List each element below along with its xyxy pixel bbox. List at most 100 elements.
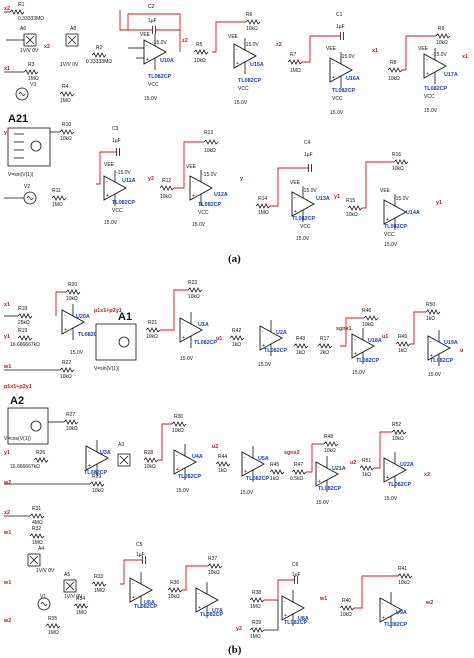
svg-text:R19: R19 bbox=[18, 328, 27, 334]
svg-text:R47: R47 bbox=[294, 462, 303, 468]
input-multiplier-block: x2 R1 0.33333MΩ A6 1V/V 0V A8 1V/V 0V x2… bbox=[4, 2, 128, 104]
svg-text:R7: R7 bbox=[290, 52, 297, 58]
svg-text:w2: w2 bbox=[425, 600, 433, 606]
svg-text:10kΩ: 10kΩ bbox=[172, 428, 184, 434]
svg-text:1MΩ: 1MΩ bbox=[290, 68, 301, 74]
svg-text:R11: R11 bbox=[52, 188, 61, 194]
svg-text:R46: R46 bbox=[362, 308, 371, 314]
svg-text:x2: x2 bbox=[424, 472, 430, 478]
svg-text:C4: C4 bbox=[304, 140, 311, 146]
svg-text:1kΩ: 1kΩ bbox=[296, 350, 305, 356]
svg-text:1V/V 0V: 1V/V 0V bbox=[64, 594, 83, 600]
svg-text:U3A: U3A bbox=[100, 450, 111, 456]
svg-text:1V/V 0V: 1V/V 0V bbox=[60, 62, 79, 68]
svg-text:VCC: VCC bbox=[300, 224, 311, 230]
svg-text:R22: R22 bbox=[62, 360, 71, 366]
svg-text:15.0V: 15.0V bbox=[104, 220, 118, 226]
svg-text:10kΩ: 10kΩ bbox=[66, 426, 78, 432]
u10a-integrator: C2 1µF VEE -15.0V U10A TL082CP VCC 15.0V… bbox=[127, 4, 209, 102]
svg-text:VEE: VEE bbox=[326, 46, 337, 52]
svg-text:V3: V3 bbox=[30, 82, 36, 88]
svg-text:1MΩ: 1MΩ bbox=[48, 630, 59, 636]
svg-text:w1: w1 bbox=[3, 580, 11, 586]
svg-text:R29: R29 bbox=[92, 474, 101, 480]
svg-text:R50: R50 bbox=[426, 302, 435, 308]
svg-text:1kΩ: 1kΩ bbox=[270, 476, 279, 482]
svg-text:U2A: U2A bbox=[276, 330, 287, 336]
svg-text:R13: R13 bbox=[204, 130, 213, 136]
svg-text:TL082CP: TL082CP bbox=[78, 332, 101, 338]
svg-text:16.666667kΩ: 16.666667kΩ bbox=[10, 464, 40, 470]
svg-text:R16: R16 bbox=[392, 152, 401, 158]
svg-text:U19A: U19A bbox=[444, 340, 458, 346]
svg-text:15.0V: 15.0V bbox=[330, 110, 344, 116]
svg-text:TL082CP: TL082CP bbox=[356, 358, 379, 364]
svg-text:R31: R31 bbox=[32, 506, 41, 512]
svg-text:15.0V: 15.0V bbox=[352, 370, 366, 376]
svg-text:15.0V: 15.0V bbox=[70, 350, 84, 356]
svg-text:1V/V 0V: 1V/V 0V bbox=[20, 48, 39, 54]
svg-text:VEE: VEE bbox=[104, 162, 115, 168]
svg-text:10kΩ: 10kΩ bbox=[160, 194, 172, 200]
svg-text:1MΩ: 1MΩ bbox=[52, 202, 63, 208]
svg-text:x1: x1 bbox=[4, 302, 10, 308]
svg-text:R28: R28 bbox=[144, 450, 153, 456]
svg-text:15.0V: 15.0V bbox=[384, 242, 398, 248]
row3: x2 R31 4MΩ w1 R32 1MΩ A4 1V/V 0V A5 1V/V… bbox=[3, 506, 433, 640]
svg-text:10kΩ: 10kΩ bbox=[392, 436, 404, 442]
svg-text:R40: R40 bbox=[342, 598, 351, 604]
svg-text:R30: R30 bbox=[174, 414, 183, 420]
svg-text:TL082CP: TL082CP bbox=[424, 86, 447, 92]
svg-text:TL082CP: TL082CP bbox=[264, 348, 287, 354]
svg-text:TL082CP: TL082CP bbox=[148, 74, 171, 80]
svg-text:y1: y1 bbox=[334, 194, 340, 200]
svg-text:C6: C6 bbox=[292, 562, 299, 568]
svg-text:VCC: VCC bbox=[384, 232, 395, 238]
svg-text:TL082CP: TL082CP bbox=[194, 340, 217, 346]
svg-text:R35: R35 bbox=[48, 616, 57, 622]
svg-text:15.0V: 15.0V bbox=[176, 488, 190, 494]
svg-text:VCC: VCC bbox=[424, 94, 435, 100]
svg-text:0.5kΩ: 0.5kΩ bbox=[290, 476, 303, 482]
svg-text:10kΩ: 10kΩ bbox=[324, 448, 336, 454]
svg-text:sgnx1: sgnx1 bbox=[336, 326, 352, 332]
svg-text:C5: C5 bbox=[136, 542, 143, 548]
svg-text:10kΩ: 10kΩ bbox=[60, 374, 72, 380]
svg-text:-15.0V: -15.0V bbox=[302, 188, 317, 194]
svg-text:U10A: U10A bbox=[160, 58, 174, 64]
svg-text:TL082CP: TL082CP bbox=[384, 622, 407, 628]
svg-text:10kΩ: 10kΩ bbox=[168, 594, 180, 600]
svg-text:y1: y1 bbox=[4, 334, 10, 340]
svg-text:R6: R6 bbox=[246, 12, 253, 18]
svg-text:R8: R8 bbox=[390, 60, 397, 66]
svg-text:TL082CP: TL082CP bbox=[246, 476, 269, 482]
svg-text:U8A: U8A bbox=[298, 616, 309, 622]
svg-text:VEE: VEE bbox=[228, 34, 239, 40]
svg-text:x1: x1 bbox=[372, 48, 378, 54]
svg-text:VCC: VCC bbox=[112, 208, 123, 214]
svg-text:U21A: U21A bbox=[332, 466, 346, 472]
svg-text:1kΩ: 1kΩ bbox=[362, 472, 371, 478]
svg-text:10kΩ: 10kΩ bbox=[246, 26, 258, 32]
svg-text:R43: R43 bbox=[296, 336, 305, 342]
svg-text:A5: A5 bbox=[64, 572, 70, 578]
multiplier-a3 bbox=[117, 453, 131, 467]
svg-text:1MΩ: 1MΩ bbox=[32, 540, 43, 546]
svg-text:15.0V: 15.0V bbox=[296, 236, 310, 242]
svg-text:U16A: U16A bbox=[346, 76, 360, 82]
svg-text:R27: R27 bbox=[66, 412, 75, 418]
svg-text:U4A: U4A bbox=[192, 454, 203, 460]
svg-text:15.0V: 15.0V bbox=[428, 372, 442, 378]
svg-text:R18: R18 bbox=[18, 306, 27, 312]
svg-text:U12A: U12A bbox=[214, 192, 228, 198]
svg-text:u2: u2 bbox=[350, 460, 356, 466]
svg-text:U5A: U5A bbox=[258, 456, 269, 462]
svg-text:p1x1+p2y1: p1x1+p2y1 bbox=[4, 384, 32, 390]
label-x2: x2 bbox=[4, 6, 10, 12]
svg-text:TL082CP: TL082CP bbox=[238, 78, 261, 84]
svg-text:u1: u1 bbox=[216, 336, 222, 342]
svg-text:TL082CP: TL082CP bbox=[198, 202, 221, 208]
svg-text:R2: R2 bbox=[96, 45, 103, 51]
voltage-source-v2 bbox=[23, 191, 37, 205]
